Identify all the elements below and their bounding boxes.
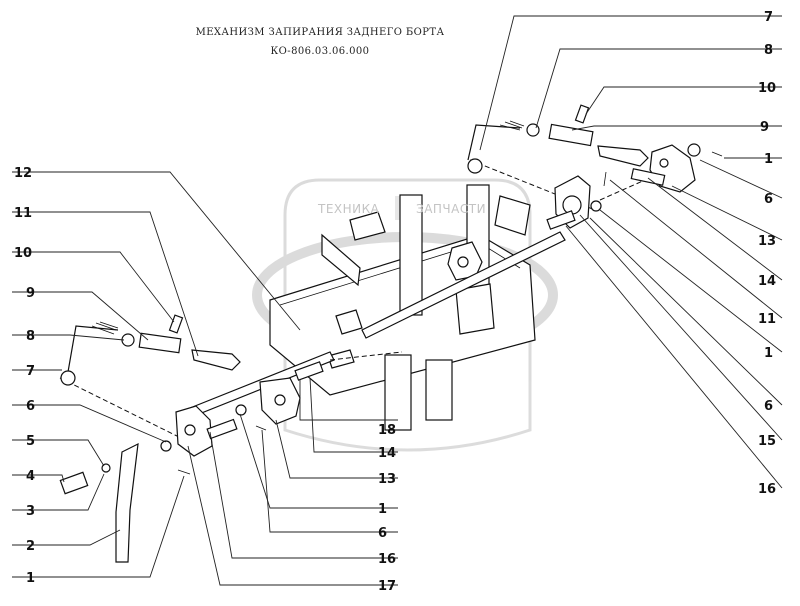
diagram-part-number: КО-806.03.06.000 — [270, 46, 370, 57]
callout-label: 8 — [764, 43, 773, 58]
callout-label: 1 — [378, 502, 387, 517]
leader-lines — [12, 15, 783, 586]
callout-label: 16 — [758, 482, 776, 497]
callout-label: 6 — [378, 526, 387, 541]
callout-label: 7 — [26, 364, 35, 379]
callout-label: 5 — [26, 434, 35, 449]
left-hand-parts — [59, 314, 324, 563]
callout-label: 14 — [378, 446, 396, 461]
callout-label: 14 — [758, 274, 776, 289]
callout-label: 17 — [378, 579, 396, 594]
callout-label: 1 — [26, 571, 35, 586]
callout-label: 18 — [378, 423, 396, 438]
callout-label: 13 — [378, 472, 396, 487]
callout-label: 11 — [14, 206, 32, 221]
callout-labels: 7 8 10 9 1 6 13 14 11 1 6 15 16 12 11 10… — [14, 10, 776, 594]
callout-label: 6 — [764, 399, 773, 414]
callout-label: 2 — [26, 539, 35, 554]
callout-label: 10 — [14, 246, 32, 261]
callout-label: 12 — [14, 166, 32, 181]
callout-label: 13 — [758, 234, 776, 249]
callout-label: 11 — [758, 312, 776, 327]
callout-label: 7 — [764, 10, 773, 25]
callout-label: 16 — [378, 552, 396, 567]
callout-label: 10 — [758, 81, 776, 96]
callout-label: 8 — [26, 329, 35, 344]
callout-label: 4 — [26, 469, 35, 484]
callout-label: 3 — [26, 504, 35, 519]
callout-label: 1 — [764, 346, 773, 361]
right-hand-parts — [467, 104, 723, 230]
callout-label: 6 — [764, 192, 773, 207]
callout-label: 9 — [26, 286, 35, 301]
callout-label: 6 — [26, 399, 35, 414]
callout-label: 15 — [758, 434, 776, 449]
watermark-text-right: ЗАПЧАСТИ — [416, 202, 487, 216]
frame-assembly — [269, 184, 536, 431]
diagram-title: МЕХАНИЗМ ЗАПИРАНИЯ ЗАДНЕГО БОРТА — [195, 27, 445, 38]
watermark-text-left: ТЕХНИКА — [318, 202, 380, 216]
callout-label: 9 — [760, 120, 769, 135]
callout-label: 1 — [764, 152, 773, 167]
